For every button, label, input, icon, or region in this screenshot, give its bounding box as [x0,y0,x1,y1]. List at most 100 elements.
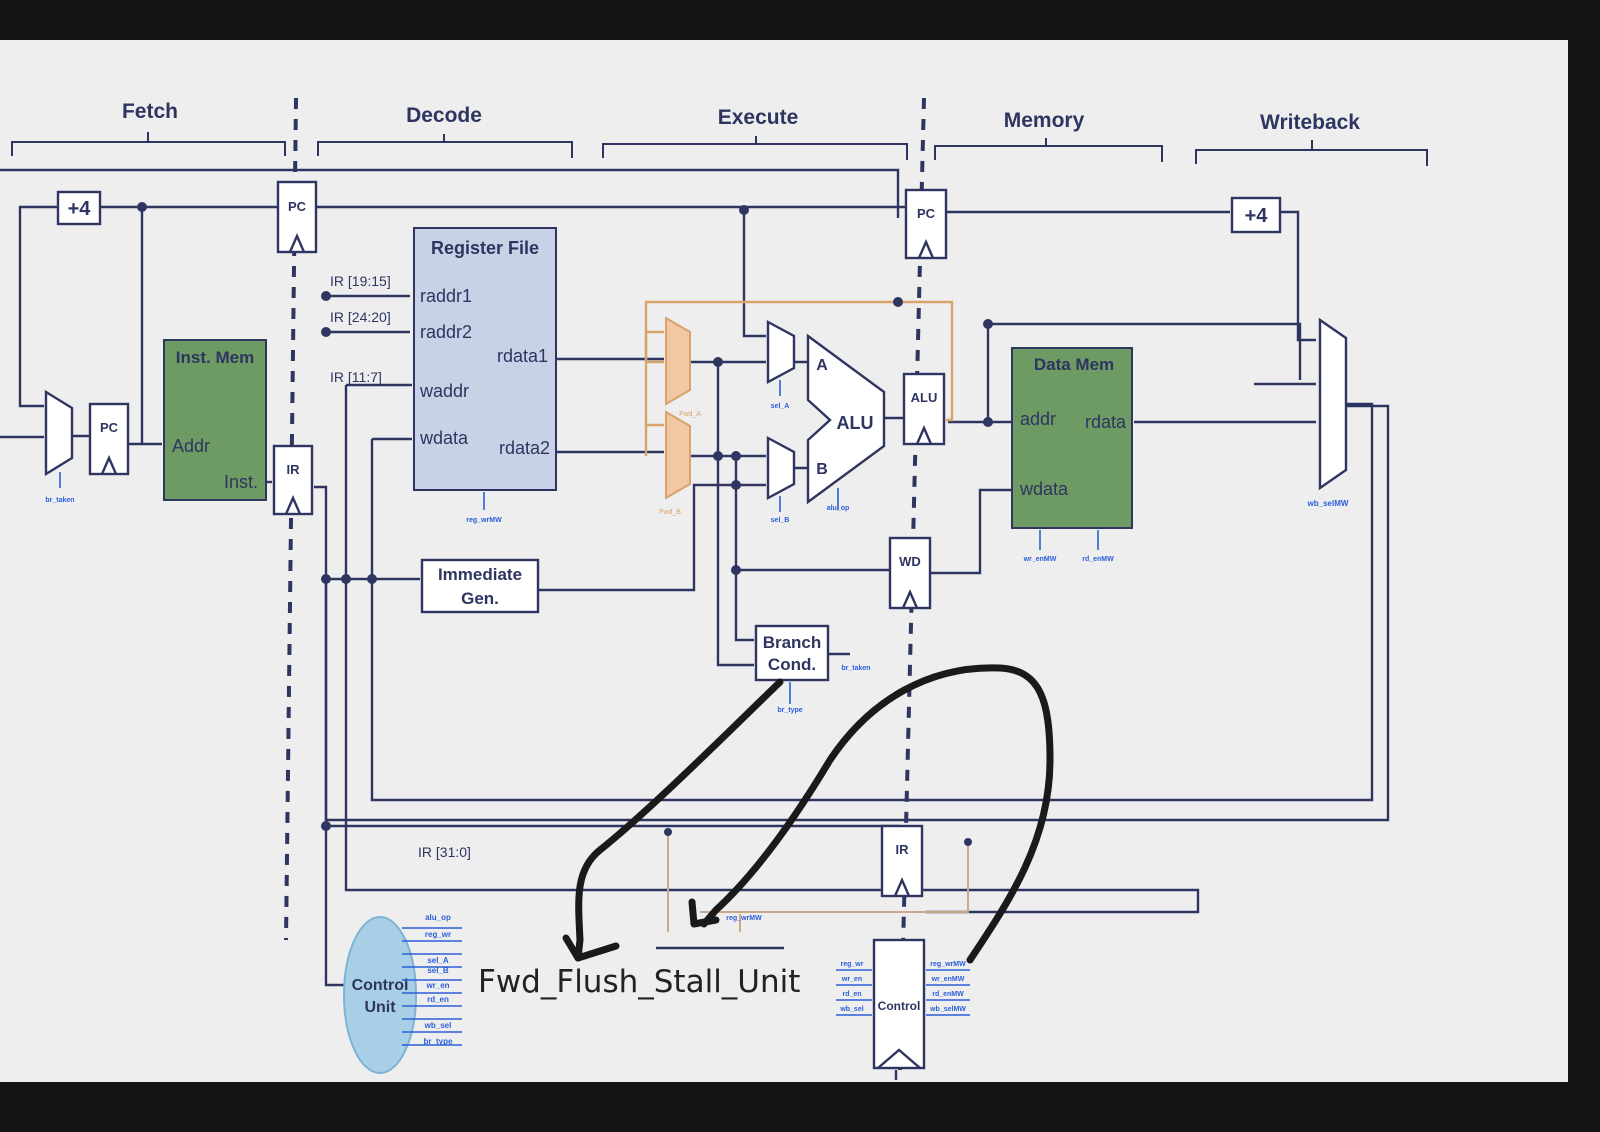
branch-cond-block: Branch Cond. [756,626,828,680]
alu-block: A B ALU [808,336,884,502]
svg-text:wdata: wdata [1019,479,1069,499]
svg-text:wdata: wdata [419,428,469,448]
svg-text:+4: +4 [1245,205,1269,227]
handwritten-arrows [566,668,1050,960]
stage-decode: Decode [406,104,482,127]
svg-text:wb_sel: wb_sel [424,1021,452,1030]
stage-fetch: Fetch [122,100,178,123]
svg-text:ALU: ALU [911,390,938,405]
junction-dots [137,202,993,846]
svg-text:PC: PC [288,199,307,214]
svg-text:waddr: waddr [419,381,469,401]
svg-text:reg_wr: reg_wr [425,930,451,939]
pc-plus4-writeback: +4 [1232,198,1280,232]
sel-a-label: sel_A [771,403,790,410]
ir-register-if-id: IR [274,446,312,514]
forward-mux-b [666,412,690,498]
ir-11-7-label: IR [11:7] [330,369,382,385]
data-mem-block: Data Mem addr rdata wdata [1012,348,1132,528]
writeback-mux [1320,320,1346,488]
svg-text:A: A [816,357,828,374]
pc-register-fetch: PC [90,404,128,474]
stage-writeback: Writeback [1260,111,1360,134]
svg-text:alu_op: alu_op [425,913,451,922]
fwd-unit-reg-wr-label: reg_wrMW [726,915,762,922]
sel-b-mux [768,438,794,498]
wd-register-ex-mem: WD [890,538,930,608]
svg-text:rd_en: rd_en [427,995,449,1004]
svg-text:Control: Control [352,977,409,994]
svg-text:Immediate: Immediate [438,565,522,584]
svg-text:raddr2: raddr2 [420,322,472,342]
reg-wr-label: reg_wrMW [466,517,502,524]
br-taken-label: br_taken [45,497,74,504]
svg-text:sel_A: sel_A [427,956,449,965]
svg-text:Register File: Register File [431,238,539,258]
fwd-a-label: Fwd_A [679,411,701,418]
svg-text:IR: IR [287,462,301,477]
svg-text:rdata: rdata [1085,412,1127,432]
wires [0,170,1388,1080]
register-file-block: Register File raddr1 raddr2 rdata1 waddr… [414,228,556,490]
svg-text:Control: Control [878,999,921,1013]
control-register-inputs: reg_wr wr_en rd_en wb_sel [836,961,872,1015]
ir-register-ex-mem: IR [882,826,922,896]
svg-text:Unit: Unit [364,999,396,1016]
pc-mux [46,392,72,474]
branch-br-taken-label: br_taken [841,665,870,672]
rd-en-label: rd_enMW [1082,556,1114,563]
svg-text:wr_en: wr_en [841,976,862,983]
br-type-label: br_type [777,707,802,714]
svg-text:wb_selMW: wb_selMW [929,1006,966,1013]
svg-text:Inst. Mem: Inst. Mem [176,348,254,367]
immediate-gen-block: Immediate Gen. [422,560,538,612]
svg-text:Addr: Addr [172,436,210,456]
wr-en-label: wr_enMW [1023,556,1057,563]
svg-text:B: B [816,461,828,478]
svg-text:WD: WD [899,554,921,569]
svg-text:IR: IR [896,842,910,857]
svg-text:ALU: ALU [837,413,874,433]
svg-text:sel_B: sel_B [427,966,449,975]
fwd-flush-stall-unit-label: Fwd_Flush_Stall_Unit [478,964,800,1000]
svg-text:rdata2: rdata2 [499,438,550,458]
svg-text:PC: PC [100,420,119,435]
pc-register-ex-mem: PC [906,190,946,258]
svg-text:br_type: br_type [424,1037,453,1046]
alu-register-ex-mem: ALU [904,374,944,444]
pc-register-if-id: PC [278,182,316,252]
pc-plus4-fetch: +4 [58,192,100,224]
svg-text:rdata1: rdata1 [497,346,548,366]
svg-text:reg_wr: reg_wr [841,961,864,968]
svg-text:rd_en: rd_en [842,991,861,998]
stage-execute: Execute [718,106,799,129]
svg-text:Cond.: Cond. [768,655,816,674]
alu-op-label: alu_op [827,505,850,512]
ir-24-20-label: IR [24:20] [330,309,391,325]
svg-text:PC: PC [917,206,936,221]
svg-text:Data Mem: Data Mem [1034,355,1114,374]
svg-text:+4: +4 [68,198,92,220]
photo-screen: Fetch Decode Execute Memory Writeback [0,40,1568,1082]
forward-mux-a [666,318,690,404]
svg-text:wr_enMW: wr_enMW [931,976,965,983]
sel-b-label: sel_B [771,517,790,524]
pipeline-diagram: Fetch Decode Execute Memory Writeback [0,40,1568,1082]
ir-31-0-label: IR [31:0] [418,844,471,860]
sel-a-mux [768,322,794,382]
inst-mem-block: Inst. Mem Addr Inst. [164,340,266,500]
fwd-b-label: Fwd_B [659,509,681,516]
svg-text:raddr1: raddr1 [420,286,472,306]
svg-text:Branch: Branch [763,633,822,652]
wb-sel-label: wb_selMW [1307,499,1349,508]
control-register-outputs: reg_wrMW wr_enMW rd_enMW wb_selMW [926,961,970,1015]
svg-text:wb_sel: wb_sel [839,1006,863,1013]
svg-text:Inst.: Inst. [224,472,258,492]
stage-memory: Memory [1004,109,1085,132]
svg-text:reg_wrMW: reg_wrMW [930,961,966,968]
svg-text:addr: addr [1020,409,1056,429]
control-register-mem: Control [874,940,924,1068]
svg-text:wr_en: wr_en [425,981,449,990]
stage-braces [12,132,1427,166]
svg-text:Gen.: Gen. [461,589,499,608]
